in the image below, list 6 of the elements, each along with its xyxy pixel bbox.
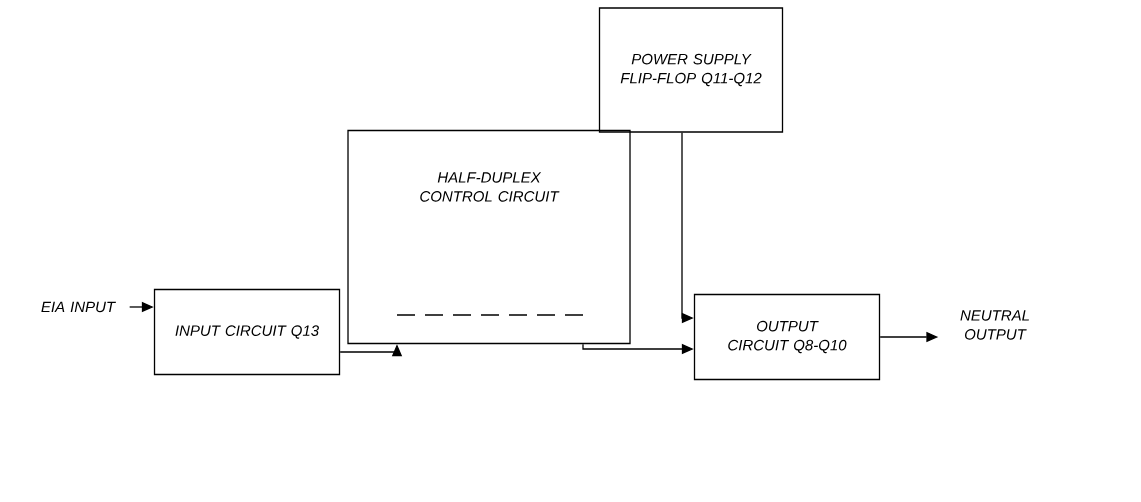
block-box: INPUT CIRCUIT Q13 (153, 288, 341, 376)
block-box: OUTPUT CIRCUIT Q8-Q10 (693, 293, 881, 381)
signal-label: NEUTRAL OUTPUT (960, 310, 1029, 340)
signal-label: EIA INPUT (41, 301, 116, 313)
block-box: HALF-DUPLEX CONTROL CIRCUIT (347, 129, 631, 345)
block-box: POWER SUPPLY FLIP-FLOP Q11-Q12 (598, 7, 784, 133)
